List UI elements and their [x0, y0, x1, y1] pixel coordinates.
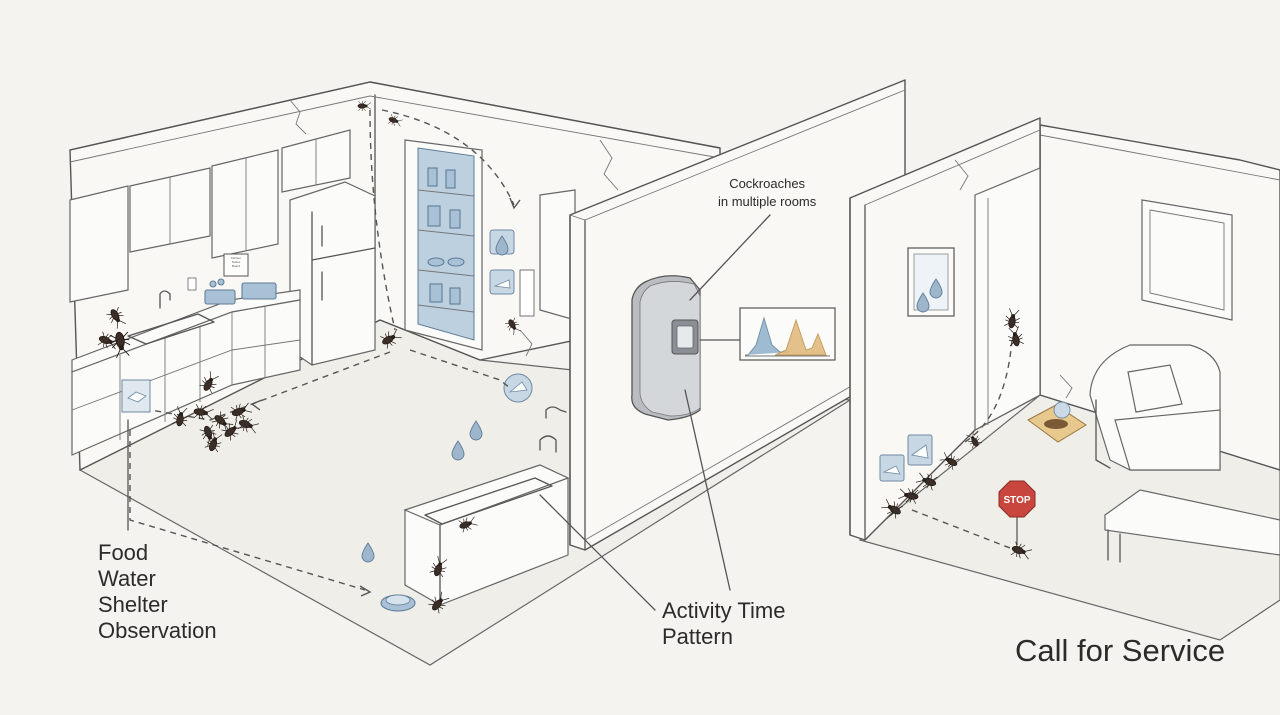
rooms-callout: Cockroaches in multiple rooms [718, 176, 817, 209]
checklist-observation: Observation [98, 618, 217, 643]
refrigerator [289, 181, 376, 366]
bathtub [403, 406, 570, 606]
upper-cabinets [69, 129, 351, 303]
stop-sign-icon: STOP [998, 480, 1036, 545]
wall-monitor-icon [631, 275, 701, 421]
call-for-service-label: Call for Service [1015, 633, 1226, 668]
activity-callout: Activity Time Pattern [662, 598, 786, 649]
living-room: STOP [849, 117, 1280, 641]
activity-chart-icon [739, 307, 836, 361]
checklist-shelter: Shelter [98, 592, 168, 617]
checklist-water: Water [98, 566, 156, 591]
kitchen-notice-sign: Kitchen Notice Board [230, 256, 241, 268]
pantry-shelves [404, 139, 483, 351]
kitchen-counter [71, 253, 301, 456]
armchair [1089, 344, 1221, 471]
checklist-food: Food [98, 540, 149, 565]
stop-sign-text: STOP [1003, 495, 1030, 506]
checklist-label: Food Water Shelter Observation [98, 540, 217, 644]
